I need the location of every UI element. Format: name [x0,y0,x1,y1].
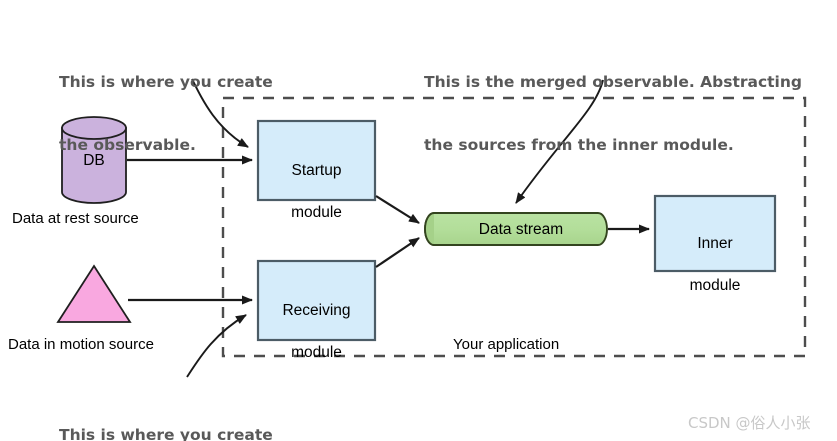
db-caption: Data at rest source [12,210,139,227]
leader-top-right [515,79,604,204]
annotation-merged-line2: the sources from the inner module. [424,136,734,154]
annotation-top-line2: the observable. [59,136,196,154]
annotation-merged-observable: This is the merged observable. Abstracti… [424,30,802,198]
db-cylinder [61,116,127,204]
arrow-receiving-to-stream [375,237,420,268]
leader-bottom-left [186,314,247,378]
application-boundary-label: Your application [453,336,560,353]
inner-module-box [653,194,777,273]
annotation-create-observable-top: This is where you create the observable. [59,30,273,198]
triangle-caption: Data in motion source [8,336,154,353]
annotation-create-observable-bottom: This is where you create the observable. [59,383,273,441]
annotation-merged-line1: This is the merged observable. Abstracti… [424,73,803,91]
watermark: CSDN @俗人小张 [688,414,811,432]
annotation-bottom-line1: This is where you create [59,426,273,441]
annotation-top-line1: This is where you create [59,73,273,91]
leader-top-left [191,78,249,148]
data-stream-pipe [424,212,608,246]
arrow-startup-to-stream [375,195,420,224]
triangle-source [56,264,132,323]
receiving-module-box [256,259,377,342]
startup-module-box [256,119,377,202]
application-boundary [221,96,807,358]
